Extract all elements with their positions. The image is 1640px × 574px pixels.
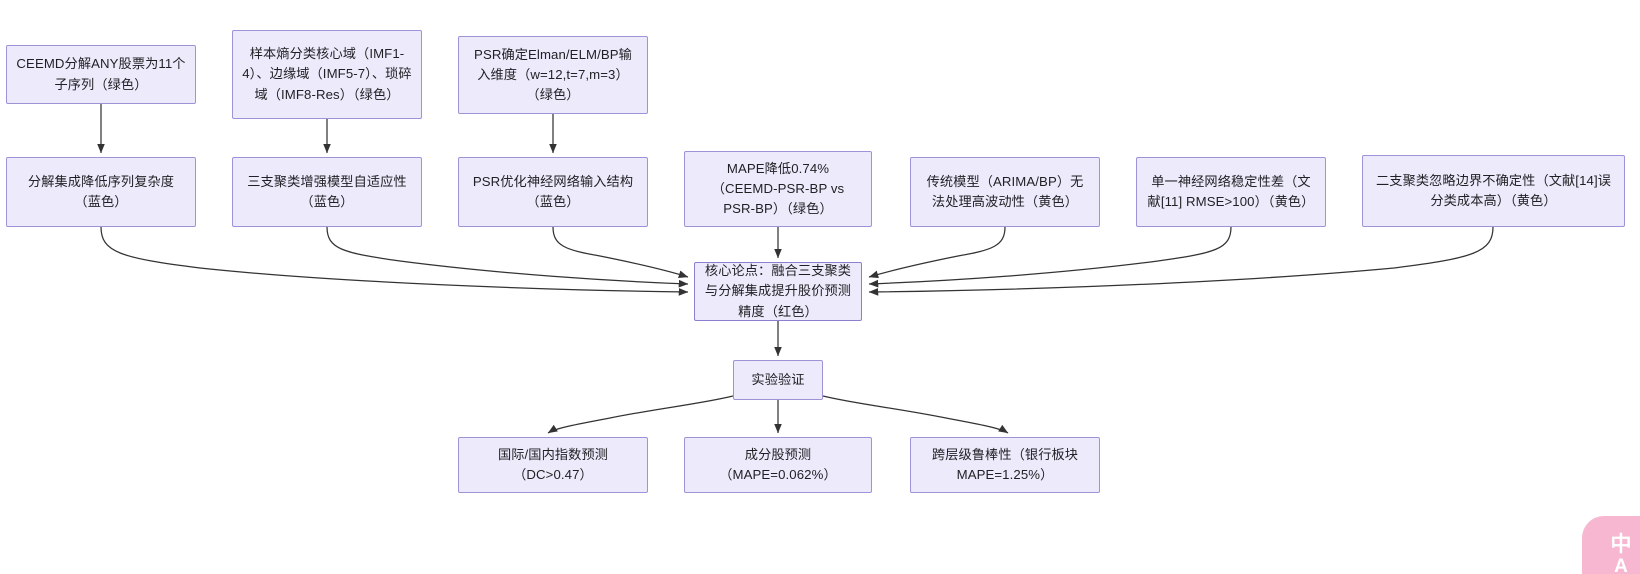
node-three-way-clustering-adaptivity[interactable]: 三支聚类增强模型自适应性（蓝色） — [232, 157, 422, 227]
edge-n6-core — [552, 226, 689, 278]
node-single-nn-instability[interactable]: 单一神经网络稳定性差（文献[11] RMSE>100）（黄色） — [1136, 157, 1326, 227]
watermark-badge: 中 A — [1582, 516, 1640, 574]
node-decomposition-reduces-complexity[interactable]: 分解集成降低序列复杂度（蓝色） — [6, 157, 196, 227]
node-label: 样本熵分类核心域（IMF1-4）、边缘域（IMF5-7）、琐碎域（IMF8-Re… — [242, 46, 412, 102]
edge-n5-core — [326, 226, 689, 288]
node-mape-reduction-evidence[interactable]: MAPE降低0.74%（CEEMD-PSR-BP vs PSR-BP）（绿色） — [684, 151, 872, 227]
node-label: PSR确定Elman/ELM/BP输入维度（w=12,t=7,m=3）（绿色） — [474, 46, 632, 103]
node-label: 实验验证 — [751, 371, 805, 387]
node-label: 国际/国内指数预测（DC>0.47） — [497, 446, 609, 482]
node-label: 三支聚类增强模型自适应性（蓝色） — [247, 173, 407, 209]
node-result-constituent-stock-forecast[interactable]: 成分股预测（MAPE=0.062%） — [684, 437, 872, 493]
node-label: MAPE降低0.74%（CEEMD-PSR-BP vs PSR-BP）（绿色） — [711, 160, 845, 217]
node-label: 跨层级鲁棒性（银行板块MAPE=1.25%） — [931, 446, 1079, 482]
watermark-line1: 中 — [1610, 533, 1632, 557]
node-label: 核心论点：融合三支聚类与分解集成提升股价预测精度（红色） — [704, 263, 852, 319]
node-label: 单一神经网络稳定性差（文献[11] RMSE>100）（黄色） — [1147, 173, 1315, 209]
node-traditional-model-limitation[interactable]: 传统模型（ARIMA/BP）无法处理高波动性（黄色） — [910, 157, 1100, 227]
node-result-index-forecast[interactable]: 国际/国内指数预测（DC>0.47） — [458, 437, 648, 493]
edge-verify-r1 — [547, 395, 734, 434]
edge-verify-r3 — [822, 395, 1009, 434]
node-label: 成分股预测（MAPE=0.062%） — [719, 446, 837, 482]
node-label: 传统模型（ARIMA/BP）无法处理高波动性（黄色） — [926, 173, 1084, 209]
edge-n4-core — [100, 226, 689, 296]
node-core-claim[interactable]: 核心论点：融合三支聚类与分解集成提升股价预测精度（红色） — [694, 262, 862, 321]
edge-n10-core — [868, 226, 1494, 296]
node-label: 分解集成降低序列复杂度（蓝色） — [27, 173, 175, 209]
node-two-way-clustering-limitation[interactable]: 二支聚类忽略边界不确定性（文献[14]误分类成本高）（黄色） — [1362, 155, 1625, 227]
node-result-cross-level-robustness[interactable]: 跨层级鲁棒性（银行板块MAPE=1.25%） — [910, 437, 1100, 493]
node-psr-input-dimension[interactable]: PSR确定Elman/ELM/BP输入维度（w=12,t=7,m=3）（绿色） — [458, 36, 648, 114]
node-experimental-verification[interactable]: 实验验证 — [733, 360, 823, 400]
node-psr-optimizes-nn-structure[interactable]: PSR优化神经网络输入结构（蓝色） — [458, 157, 648, 227]
edge-n9-core — [868, 226, 1232, 288]
node-sample-entropy-classification[interactable]: 样本熵分类核心域（IMF1-4）、边缘域（IMF5-7）、琐碎域（IMF8-Re… — [232, 30, 422, 119]
edge-n8-core — [868, 226, 1006, 279]
node-ceemd-decomposition[interactable]: CEEMD分解ANY股票为11个子序列（绿色） — [6, 45, 196, 104]
watermark-line2: A — [1614, 555, 1628, 574]
node-label: CEEMD分解ANY股票为11个子序列（绿色） — [16, 56, 186, 92]
node-label: 二支聚类忽略边界不确定性（文献[14]误分类成本高）（黄色） — [1376, 172, 1611, 208]
node-label: PSR优化神经网络输入结构（蓝色） — [472, 173, 634, 209]
